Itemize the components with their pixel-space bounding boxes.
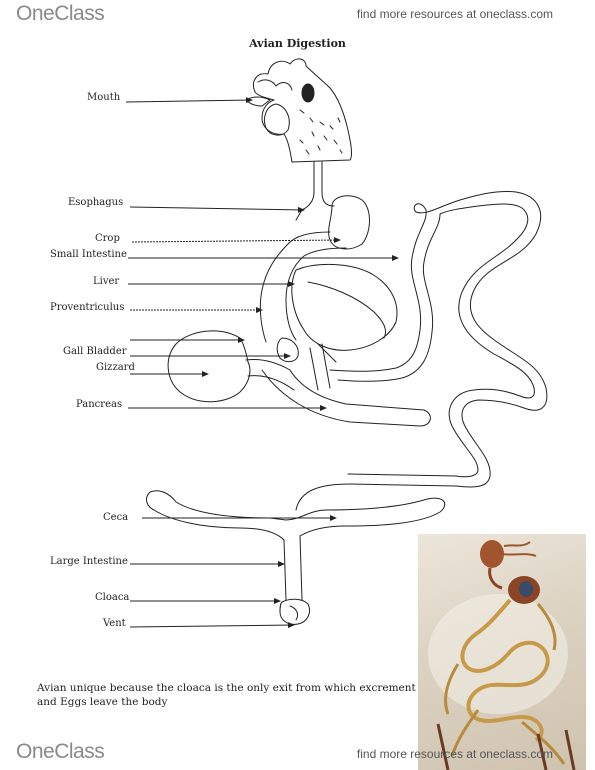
label-large-intestine: Large Intestine bbox=[50, 556, 128, 567]
dissection-photo bbox=[418, 534, 586, 770]
oneclass-logo[interactable]: OneClass bbox=[16, 2, 105, 25]
oneclass-logo-footer[interactable]: OneClass bbox=[16, 740, 105, 763]
label-vent: Vent bbox=[103, 618, 126, 629]
label-proventriculus: Proventriculus bbox=[50, 302, 125, 313]
gizzard-drawing bbox=[167, 330, 251, 403]
find-resources-link[interactable]: find more resources at oneclass.com bbox=[356, 7, 553, 21]
label-liver: Liver bbox=[93, 276, 120, 287]
caption-text: Avian unique because the cloaca is the o… bbox=[37, 682, 416, 708]
label-mouth: Mouth bbox=[87, 92, 121, 103]
page-title: Avian Digestion bbox=[249, 37, 346, 50]
label-cloaca: Cloaca bbox=[95, 592, 130, 603]
label-ceca: Ceca bbox=[103, 512, 129, 523]
crop-drawing bbox=[328, 195, 370, 250]
cloaca-drawing bbox=[279, 598, 311, 625]
label-crop: Crop bbox=[95, 233, 120, 244]
label-gizzard: Gizzard bbox=[96, 362, 135, 373]
small-intestine-drawing bbox=[295, 191, 548, 511]
gall-bladder-drawing bbox=[276, 337, 299, 363]
large-intestine-drawing bbox=[283, 535, 303, 601]
liver-drawing bbox=[291, 263, 398, 351]
dissection-photo-drawing bbox=[428, 540, 576, 770]
label-pancreas: Pancreas bbox=[76, 399, 123, 410]
label-small-intestine: Small Intestine bbox=[50, 249, 127, 260]
label-gall-bladder: Gall Bladder bbox=[63, 346, 127, 357]
ceca-drawing bbox=[146, 490, 446, 541]
chicken-head-drawing bbox=[245, 58, 352, 163]
label-esophagus: Esophagus bbox=[68, 197, 124, 208]
find-resources-link-footer[interactable]: find more resources at oneclass.com bbox=[356, 747, 553, 761]
